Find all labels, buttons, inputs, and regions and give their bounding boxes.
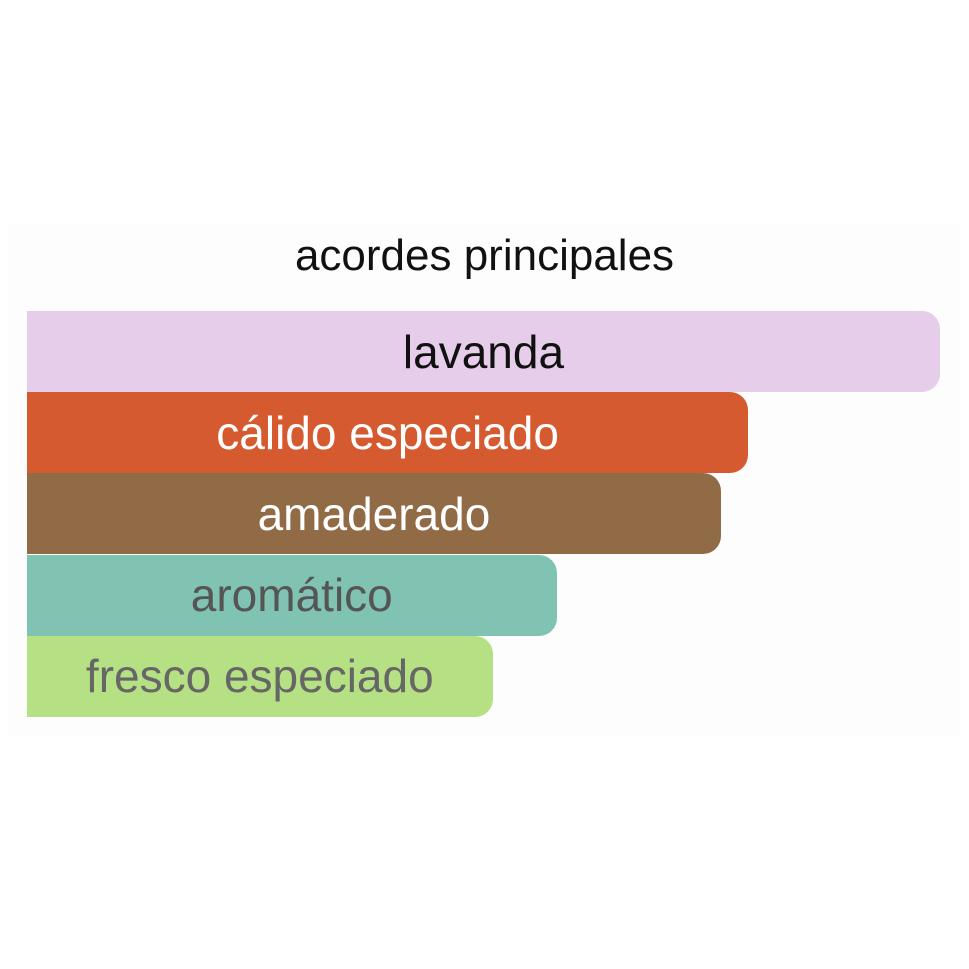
accord-label: cálido especiado xyxy=(216,406,559,459)
accord-bar: cálido especiado xyxy=(27,392,749,474)
chart-title: acordes principales xyxy=(294,231,675,280)
accord-bar: fresco especiado xyxy=(27,635,493,717)
accord-bar: aromático xyxy=(27,554,557,636)
accord-label: aromático xyxy=(190,569,393,622)
accord-bar: amaderado xyxy=(27,473,721,555)
accord-label: lavanda xyxy=(402,325,565,378)
accord-label: fresco especiado xyxy=(85,650,434,703)
accord-bar: lavanda xyxy=(27,311,940,392)
accord-label: amaderado xyxy=(257,487,491,540)
